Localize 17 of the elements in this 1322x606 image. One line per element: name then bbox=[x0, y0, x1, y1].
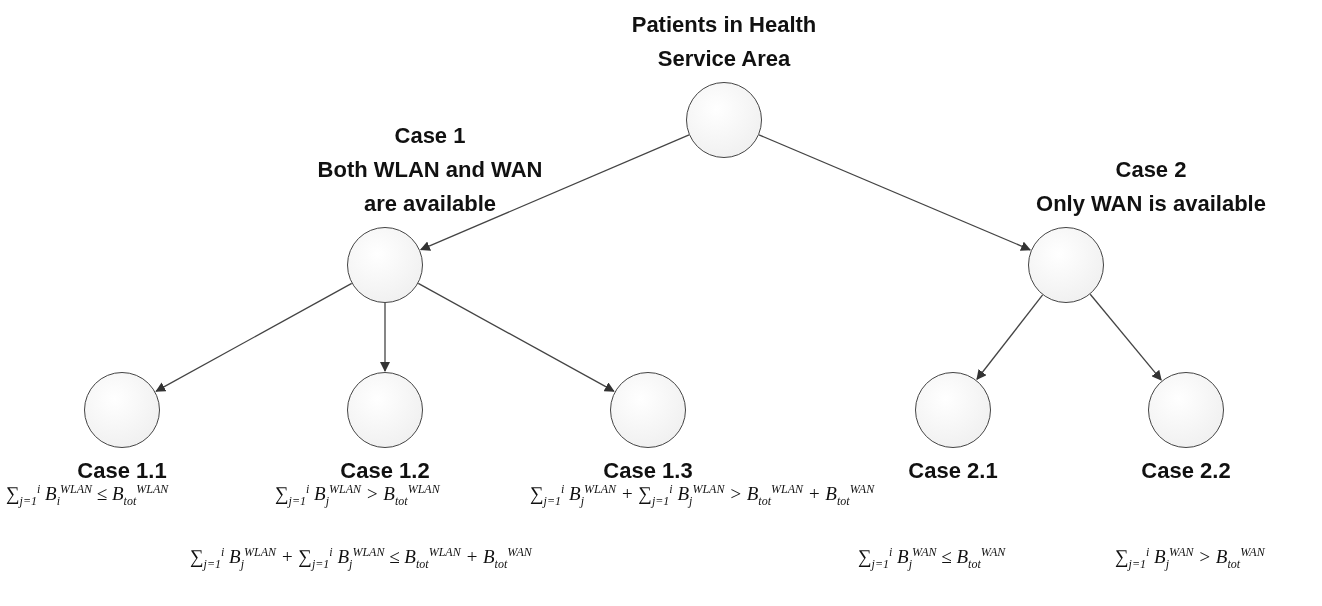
arrow bbox=[155, 282, 353, 392]
node-label: Case 1.1 bbox=[77, 457, 167, 485]
arrow bbox=[380, 302, 390, 372]
arrow bbox=[758, 134, 1031, 251]
arrow bbox=[419, 134, 690, 251]
subheading-text: Only WAN is available bbox=[1036, 190, 1266, 218]
node-label: Case 1.2 bbox=[340, 457, 430, 485]
node-label: Case 2.1 bbox=[908, 457, 998, 485]
heading-text: Case 1 bbox=[394, 122, 466, 150]
arrow bbox=[417, 282, 615, 392]
node-label: Patients in Health Service Area bbox=[630, 11, 818, 73]
node-label: Case 2.2 bbox=[1141, 457, 1231, 485]
subheading-text: Both WLAN and WAN are available bbox=[316, 156, 544, 218]
node-label: Case 1.3 bbox=[603, 457, 693, 485]
arrow bbox=[1089, 293, 1162, 381]
heading-text: Case 2 bbox=[1115, 156, 1187, 184]
arrow bbox=[976, 294, 1044, 381]
